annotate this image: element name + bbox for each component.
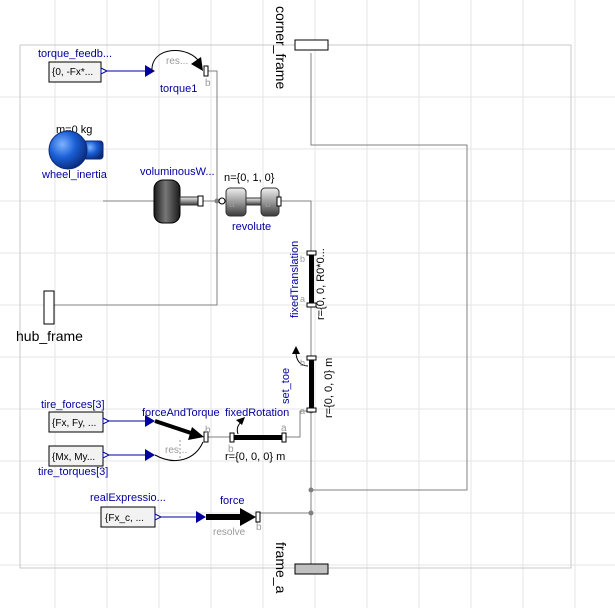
wheel-inertia-name: wheel_inertia xyxy=(41,169,108,181)
wheel-inertia-block[interactable]: m=0 kg wheel_inertia xyxy=(41,124,108,181)
tire-torques-output-port[interactable] xyxy=(102,451,111,459)
fixed-translation-name: fixedTranslation xyxy=(289,241,301,318)
revolute-port-b[interactable] xyxy=(276,196,282,207)
torque-feedback-value: {0, -Fx*... xyxy=(52,67,93,78)
set-toe-arrowhead xyxy=(292,346,300,354)
tire-forces-block[interactable]: tire_forces[3] {Fx, Fy, ... xyxy=(41,399,111,433)
set-toe-block[interactable]: b a set_toe r={0, 0, 0} m xyxy=(280,346,335,418)
force-and-torque-torque-input[interactable] xyxy=(145,449,155,461)
voluminous-wheel-block[interactable]: voluminousW... xyxy=(140,166,215,224)
force-and-torque-name: forceAndTorque xyxy=(142,407,220,419)
voluminous-wheel-axle xyxy=(179,196,199,206)
torque1-port-b-label: b xyxy=(205,78,211,89)
revolute-block[interactable]: n={0, 1, 0} a b revolute xyxy=(218,172,282,233)
tire-torques-name: tire_torques[3] xyxy=(38,466,108,478)
real-expression-output-port[interactable] xyxy=(154,513,163,521)
set-toe-port-a[interactable] xyxy=(306,407,317,413)
voluminous-wheel-port[interactable] xyxy=(197,195,204,207)
torque-feedback-output-port[interactable] xyxy=(100,67,109,75)
revolute-param: n={0, 1, 0} xyxy=(224,172,275,184)
fixed-translation-port-a-label: a xyxy=(300,294,305,304)
force-and-torque-resolve-label: res... xyxy=(165,445,187,456)
force-name: force xyxy=(220,495,244,507)
fixed-rotation-port-a[interactable] xyxy=(229,432,235,443)
real-expression-name: realExpressio... xyxy=(90,492,166,504)
force-input-port[interactable] xyxy=(196,511,206,523)
force-and-torque-shaft xyxy=(154,419,195,436)
revolute-port-b-label: b xyxy=(265,199,271,210)
torque1-arc xyxy=(151,50,201,73)
revolute-pin xyxy=(245,197,262,206)
fixed-translation-port-a[interactable] xyxy=(306,302,317,308)
set-toe-name: set_toe xyxy=(280,368,292,404)
set-toe-port-b[interactable] xyxy=(306,355,317,361)
fixed-rotation-port-a-label: a xyxy=(281,423,287,434)
torque1-input-port[interactable] xyxy=(145,65,155,77)
corner-frame-label: corner_frame xyxy=(273,6,289,89)
force-and-torque-block[interactable]: forceAndTorque b res... xyxy=(142,407,220,461)
torque1-arrow xyxy=(191,57,203,71)
force-and-torque-port-b[interactable] xyxy=(203,431,209,443)
wheel-inertia-ball xyxy=(48,130,88,170)
tire-forces-name: tire_forces[3] xyxy=(41,399,105,411)
torque1-resolve-label: res... xyxy=(166,56,188,67)
torque1-block[interactable]: res... b torque1 xyxy=(145,50,211,95)
tire-forces-output-port[interactable] xyxy=(102,417,111,425)
corner-frame[interactable]: corner_frame xyxy=(273,6,329,89)
fixed-rotation-port-b-label: b xyxy=(228,444,234,455)
fixed-translation-param: r={0, 0, R0*0... xyxy=(315,248,327,320)
force-shaft xyxy=(206,514,240,520)
hub-frame-label: hub_frame xyxy=(16,328,83,344)
tire-torques-value: {Mx, My... xyxy=(52,452,95,463)
set-toe-param: r={0, 0, 0} m xyxy=(323,358,335,418)
real-expression-value: {Fx_c, ... xyxy=(105,513,144,524)
hub-frame[interactable]: hub_frame xyxy=(16,290,83,344)
revolute-port-a[interactable] xyxy=(218,197,226,205)
fixed-translation-block[interactable]: b a fixedTranslation r={0, 0, R0*0... xyxy=(289,241,327,320)
revolute-name: revolute xyxy=(232,221,271,233)
force-and-torque-arrowhead xyxy=(188,427,204,440)
hub-frame-connector[interactable] xyxy=(43,290,55,325)
set-toe-rod xyxy=(309,360,314,408)
voluminous-wheel-tire xyxy=(153,179,181,224)
force-port-b-label: b xyxy=(256,522,262,533)
real-expression-block[interactable]: realExpressio... {Fx_c, ... xyxy=(90,492,166,528)
fixed-rotation-name: fixedRotation xyxy=(225,407,289,419)
torque-feedback-name: torque_feedb... xyxy=(38,48,112,60)
voluminous-wheel-name: voluminousW... xyxy=(140,166,215,178)
torque1-port-b[interactable] xyxy=(203,65,209,77)
force-and-torque-force-input[interactable] xyxy=(145,415,155,427)
force-port-b[interactable] xyxy=(255,511,261,523)
torque1-name: torque1 xyxy=(160,83,197,95)
corner-frame-connector[interactable] xyxy=(294,39,329,51)
force-and-torque-port-b-label: b xyxy=(205,425,211,436)
force-resolve-label: resolve xyxy=(213,527,246,538)
frame-a-label: frame_a xyxy=(273,542,289,594)
connections xyxy=(54,53,468,565)
revolute-port-a-label: a xyxy=(229,199,235,210)
tire-torques-block[interactable]: {Mx, My... tire_torques[3] xyxy=(38,445,111,478)
fixed-rotation-port-b[interactable] xyxy=(281,432,287,443)
set-toe-port-a-label: a xyxy=(300,406,305,416)
fixed-translation-port-b-label: b xyxy=(300,254,305,264)
fixed-rotation-rod xyxy=(234,435,282,440)
fixed-translation-rod xyxy=(309,255,314,303)
set-toe-port-b-label: b xyxy=(300,358,305,368)
fixed-rotation-param: r={0, 0, 0} m xyxy=(225,451,285,463)
tire-forces-value: {Fx, Fy, ... xyxy=(52,418,96,429)
force-arrowhead xyxy=(240,508,256,526)
frame-a-connector[interactable] xyxy=(294,563,329,575)
frame-a[interactable]: frame_a xyxy=(273,542,329,594)
fixed-rotation-arrowhead xyxy=(236,417,245,425)
torque-feedback-block[interactable]: torque_feedb... {0, -Fx*... xyxy=(38,48,112,83)
fixed-rotation-block[interactable]: fixedRotation b a r={0, 0, 0} m xyxy=(225,407,289,463)
force-block[interactable]: force b resolve xyxy=(196,495,262,538)
force-and-torque-arc xyxy=(154,441,204,461)
